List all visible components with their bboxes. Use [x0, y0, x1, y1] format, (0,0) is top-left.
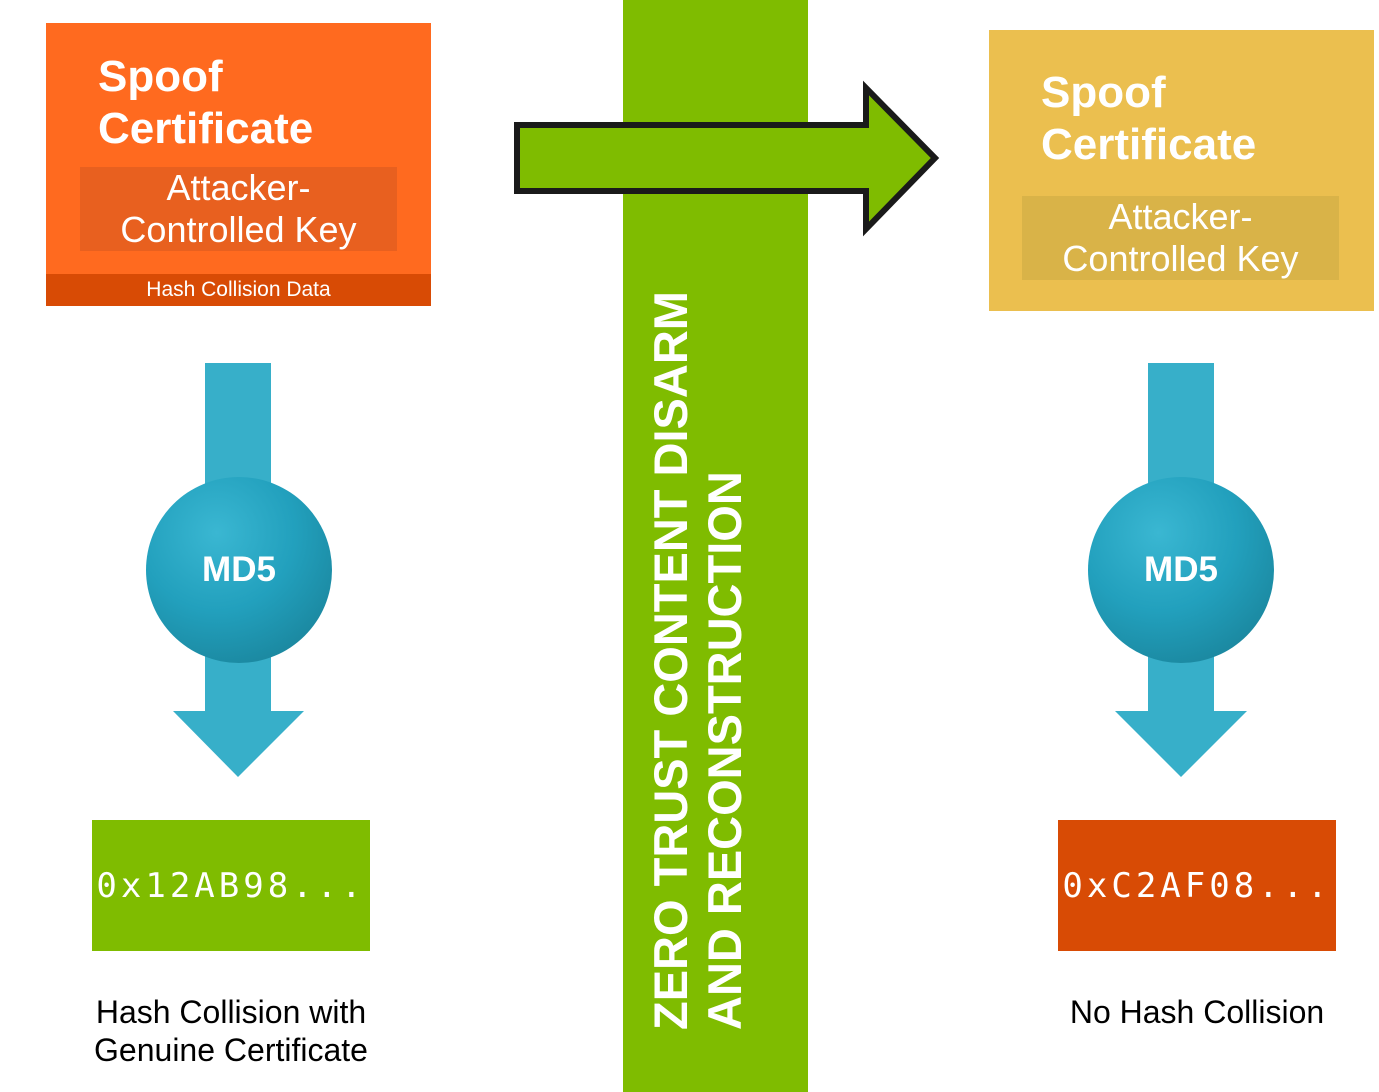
left-spoof-certificate: Spoof Certificate Attacker- Controlled K…	[46, 23, 431, 306]
key-label-line1: Attacker-	[1108, 196, 1253, 237]
right-md5-hash-node: MD5	[1088, 477, 1274, 663]
left-md5-hash-node: MD5	[146, 477, 332, 663]
band-label-line2: AND RECONSTRUCTION	[698, 471, 751, 1030]
right-caption: No Hash Collision	[1022, 993, 1372, 1031]
left-caption-line1: Hash Collision with	[95, 994, 367, 1030]
zero-trust-band-label: ZERO TRUST CONTENT DISARM AND RECONSTRUC…	[644, 250, 752, 1030]
certificate-title: Spoof Certificate	[98, 51, 313, 155]
attacker-key-box: Attacker- Controlled Key	[80, 167, 397, 251]
certificate-title-line2: Certificate	[98, 104, 314, 153]
certificate-title: Spoof Certificate	[1041, 67, 1256, 171]
left-caption-line2: Genuine Certificate	[94, 1032, 368, 1068]
certificate-title-line2: Certificate	[1041, 120, 1257, 169]
key-label-line2: Controlled Key	[120, 209, 357, 250]
band-label-line1: ZERO TRUST CONTENT DISARM	[644, 291, 697, 1030]
right-hash-result: 0xC2AF08...	[1058, 820, 1336, 951]
attacker-key-box: Attacker- Controlled Key	[1022, 196, 1339, 280]
certificate-title-line1: Spoof	[1041, 68, 1166, 117]
key-label-line1: Attacker-	[166, 167, 311, 208]
left-hash-result: 0x12AB98...	[92, 820, 370, 951]
right-arrow-icon	[514, 80, 940, 237]
key-label-line2: Controlled Key	[1062, 238, 1299, 279]
right-caption-line1: No Hash Collision	[1069, 994, 1325, 1030]
left-caption: Hash Collision with Genuine Certificate	[56, 993, 406, 1069]
right-spoof-certificate: Spoof Certificate Attacker- Controlled K…	[989, 30, 1374, 311]
certificate-title-line1: Spoof	[98, 52, 223, 101]
hash-collision-data-strip: Hash Collision Data	[46, 274, 431, 306]
